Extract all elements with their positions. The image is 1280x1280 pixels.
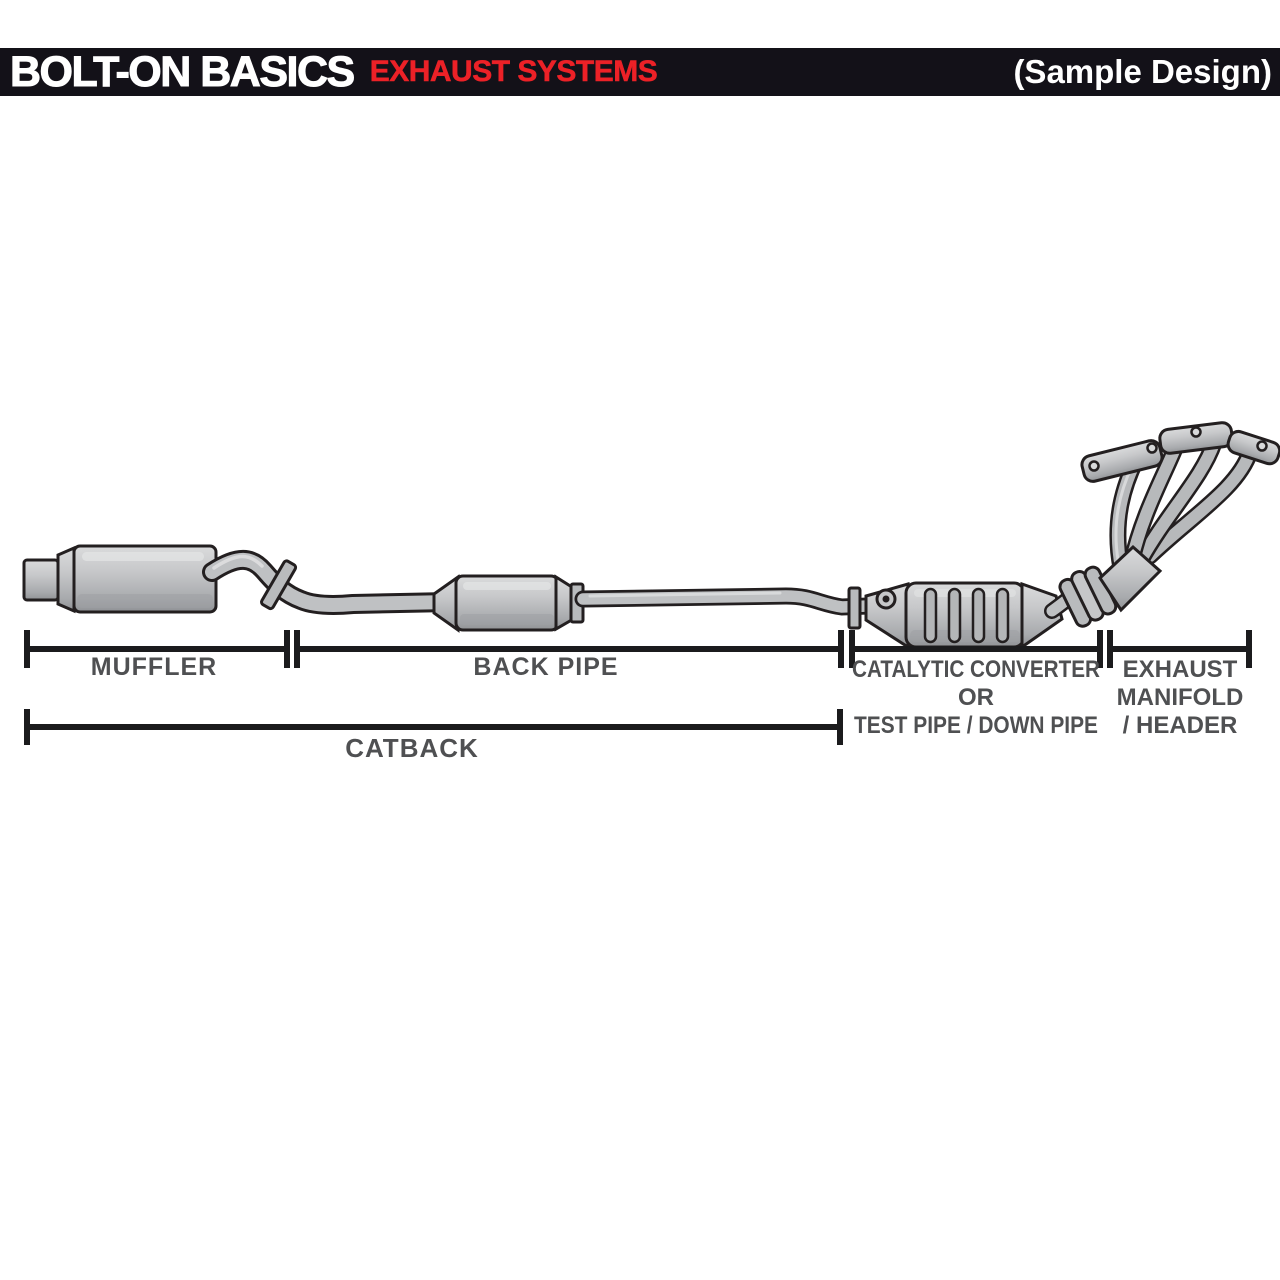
label-catalytic-line3: TEST PIPE / DOWN PIPE xyxy=(854,712,1098,739)
collector xyxy=(1098,544,1163,613)
brand-title: BOLT-ON BASICS xyxy=(10,48,356,97)
flex-joint xyxy=(1058,565,1118,628)
back-pipe xyxy=(574,586,877,630)
oxygen-sensor xyxy=(875,588,897,610)
label-catalytic-line1: CATALYTIC CONVERTER xyxy=(852,656,1100,683)
bolt-hole xyxy=(1088,460,1100,472)
label-manifold-line2: MANIFOLD xyxy=(1117,684,1244,711)
title-bar: BOLT-ON BASICS EXHAUST SYSTEMS (Sample D… xyxy=(0,48,1280,97)
bolt-hole xyxy=(1256,440,1268,452)
manifold-flange xyxy=(1080,421,1280,483)
label-catalytic-line2: OR xyxy=(958,684,994,711)
label-manifold-line1: EXHAUST xyxy=(1123,656,1238,683)
label-muffler: MUFFLER xyxy=(91,653,217,681)
label-back-pipe: BACK PIPE xyxy=(473,653,618,681)
muffler xyxy=(22,544,218,614)
sample-design-note: (Sample Design) xyxy=(1013,53,1272,90)
s-bend-pipe xyxy=(202,549,460,615)
pipe-clamp xyxy=(260,559,298,611)
brand-subtitle: EXHAUST SYSTEMS xyxy=(369,55,658,89)
segment-brackets xyxy=(24,630,1252,745)
bolt-hole xyxy=(1190,426,1202,438)
resonator xyxy=(432,574,585,633)
catalytic-converter xyxy=(864,581,1064,650)
label-manifold-line3: / HEADER xyxy=(1123,712,1238,739)
exhaust-tip xyxy=(22,558,60,602)
label-catback: CATBACK xyxy=(345,733,479,763)
flange xyxy=(847,586,862,630)
bolt-hole xyxy=(1146,442,1158,454)
